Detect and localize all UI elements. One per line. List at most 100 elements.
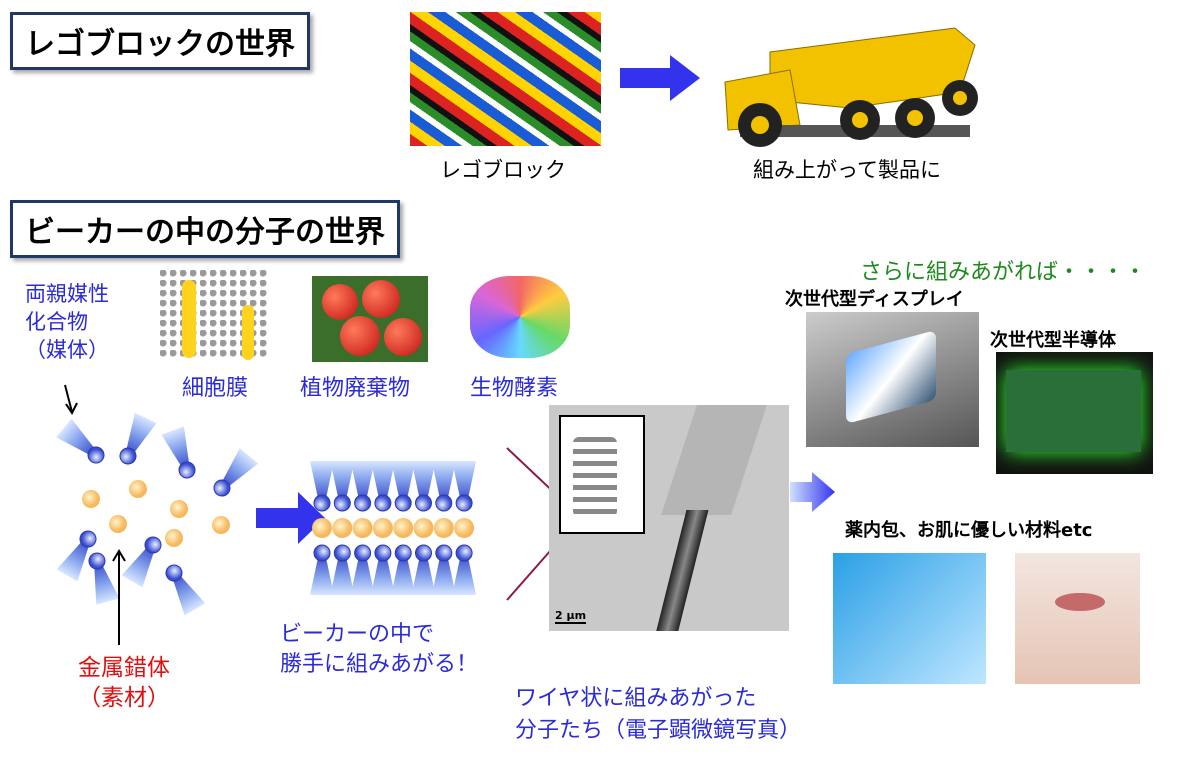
hydrophilic-head <box>354 494 372 512</box>
amphiphile-molecule <box>431 461 456 512</box>
plant-waste-label: 植物廃棄物 <box>300 376 411 401</box>
enzyme-image <box>470 276 570 358</box>
amphiphile-molecule <box>330 461 355 512</box>
hydrophilic-head <box>87 446 105 464</box>
lego-blocks-photo <box>410 12 601 146</box>
molecule-world-title: ビーカーの中の分子の世界 <box>10 200 400 258</box>
hydrophobic-tail <box>125 412 157 458</box>
amphiphile-molecule <box>452 461 477 512</box>
hydrophobic-tail <box>370 553 395 595</box>
label-line: 分子たち（電子顕微鏡写真） <box>515 718 802 743</box>
further-label: さらに組みあがれば・・・・ <box>860 260 1147 285</box>
hydrophilic-head <box>333 544 351 562</box>
lego-truck-photo <box>724 27 978 147</box>
amphiphile-molecule <box>56 418 105 464</box>
amphiphile-molecule <box>391 461 416 512</box>
hydrophobic-tail <box>350 461 375 503</box>
metal-complex-particle <box>129 480 147 498</box>
wire-label: ワイヤ状に組みあがった 分子たち（電子顕微鏡写真） <box>515 683 801 747</box>
lego-world-title: レゴブロックの世界 <box>10 12 310 70</box>
label-line: 化合物 <box>25 310 88 334</box>
amphiphile-molecule <box>310 544 334 595</box>
amphiphile-molecule <box>165 564 206 616</box>
hydrophilic-head <box>435 544 453 562</box>
lipstick-photo <box>1015 553 1140 684</box>
metal-complex-particle <box>413 518 434 538</box>
hydrophobic-tail <box>330 553 355 595</box>
molecule-diagram <box>56 412 477 616</box>
amphiphile-molecule <box>370 544 395 595</box>
hydrophobic-tail <box>452 461 477 503</box>
cell-membrane-label: 細胞膜 <box>182 376 249 401</box>
amphiphile-molecule <box>213 448 259 497</box>
hydrophobic-tail <box>452 553 477 595</box>
hydrophobic-tail <box>411 553 436 595</box>
lego-arrow <box>620 55 700 101</box>
hydrophobic-tail <box>171 571 206 616</box>
enzyme-label: 生物酵素 <box>470 376 559 401</box>
hydrophobic-tail <box>391 553 416 595</box>
metal-complex-particle <box>433 518 454 538</box>
hydrophilic-head <box>394 544 412 562</box>
hydrophilic-head <box>178 461 196 479</box>
hydrophilic-head <box>313 494 331 512</box>
amphiphile-molecule <box>88 552 120 605</box>
hydrophobic-tail <box>161 426 190 472</box>
amphiphile-molecule <box>121 536 162 588</box>
display-label: 次世代型ディスプレイ <box>785 289 964 310</box>
hydrophilic-head <box>435 494 453 512</box>
metal-complex-particle <box>212 516 230 534</box>
hydrophobic-tail <box>121 543 156 588</box>
hydrophobic-tail <box>350 553 375 595</box>
amphiphile-label: 両親媒性 化合物 （媒体） <box>25 280 109 364</box>
hydrophilic-head <box>394 494 412 512</box>
amphiphile-molecule <box>119 412 157 465</box>
label-line: （素材） <box>78 685 170 711</box>
hydrophilic-head <box>415 544 432 562</box>
metal-complex-particle <box>170 500 188 518</box>
scale-bar: 2 µm <box>555 609 587 624</box>
label-line: ビーカーの中で <box>280 622 435 647</box>
amphiphile-molecule <box>452 544 477 595</box>
hydrophilic-head <box>79 530 97 548</box>
hydrophilic-head <box>144 536 162 554</box>
hydrophobic-tail <box>56 418 98 458</box>
hydrophobic-tail <box>391 461 416 503</box>
hydrophobic-tail <box>330 461 355 503</box>
amphiphile-molecule <box>310 461 334 512</box>
hydrophilic-head <box>455 494 473 512</box>
metal-complex-particle <box>332 518 353 538</box>
hydrophilic-head <box>213 479 231 497</box>
hydrophobic-tail <box>219 448 259 490</box>
metal-complex-particle <box>82 490 100 508</box>
product-arrow <box>790 472 835 512</box>
label-line: （媒体） <box>25 338 109 362</box>
hydrophobic-tail <box>56 537 91 582</box>
metal-complex-label: 金属錯体 （素材） <box>78 653 170 713</box>
amphiphile-molecule <box>370 461 395 512</box>
plant-waste-image <box>312 276 428 362</box>
semiconductor-photo <box>996 352 1153 474</box>
amphiphile-molecule <box>330 544 355 595</box>
amphiphile-molecule <box>350 544 375 595</box>
pointer-arrow <box>64 384 73 413</box>
hydrophobic-tail <box>310 553 334 595</box>
amphiphile-molecule <box>391 544 416 595</box>
hydrophobic-tail <box>94 560 120 605</box>
metal-complex-particle <box>109 515 127 533</box>
metal-complex-particle <box>372 518 393 538</box>
hydrophilic-head <box>165 564 183 582</box>
hydrophilic-head <box>88 552 106 570</box>
hydrophobic-tail <box>431 553 456 595</box>
label-line: 両親媒性 <box>25 282 109 306</box>
amphiphile-molecule <box>411 544 436 595</box>
amphiphile-molecule <box>161 426 196 479</box>
hydrophilic-head <box>354 544 372 562</box>
cell-membrane-image <box>160 270 270 360</box>
hydrophilic-head <box>415 494 432 512</box>
metal-complex-particle <box>352 518 373 538</box>
lego-blocks-caption: レゴブロック <box>440 158 566 182</box>
metal-complex-particle <box>165 529 183 547</box>
metal-complex-particle <box>454 518 475 538</box>
